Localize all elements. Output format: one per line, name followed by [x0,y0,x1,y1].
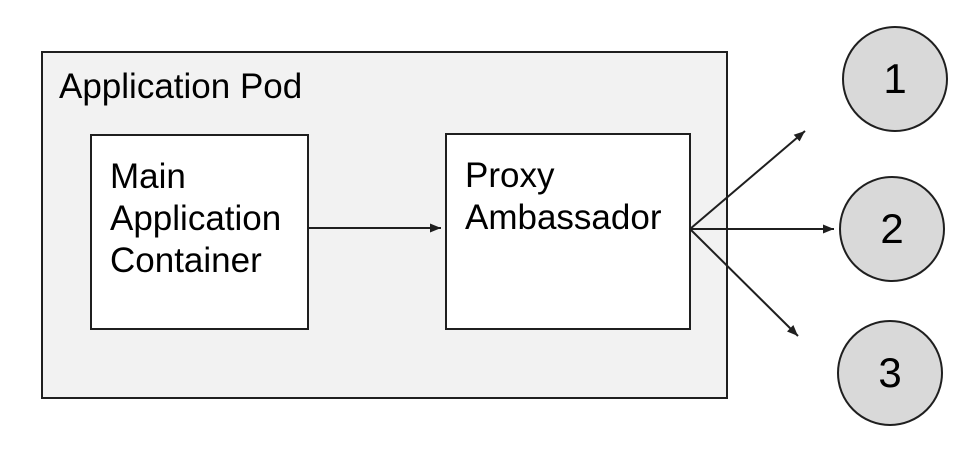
node-main-application-container-label: Main Application Container [110,157,282,280]
application-pod-group: Application Pod Main Application Contain… [41,51,728,399]
endpoint-circle-3-label: 3 [878,349,902,396]
endpoint-circle-3: 3 [837,320,943,426]
node-main-application-container: Main Application Container [90,134,309,330]
endpoint-circle-2-label: 2 [880,205,904,252]
application-pod-label: Application Pod [59,67,303,106]
endpoint-circle-2: 2 [839,176,945,282]
node-proxy-ambassador: Proxy Ambassador [445,133,691,330]
endpoint-circle-1-label: 1 [883,55,907,102]
node-proxy-ambassador-label: Proxy Ambassador [465,156,662,237]
endpoint-circle-1: 1 [842,26,948,132]
